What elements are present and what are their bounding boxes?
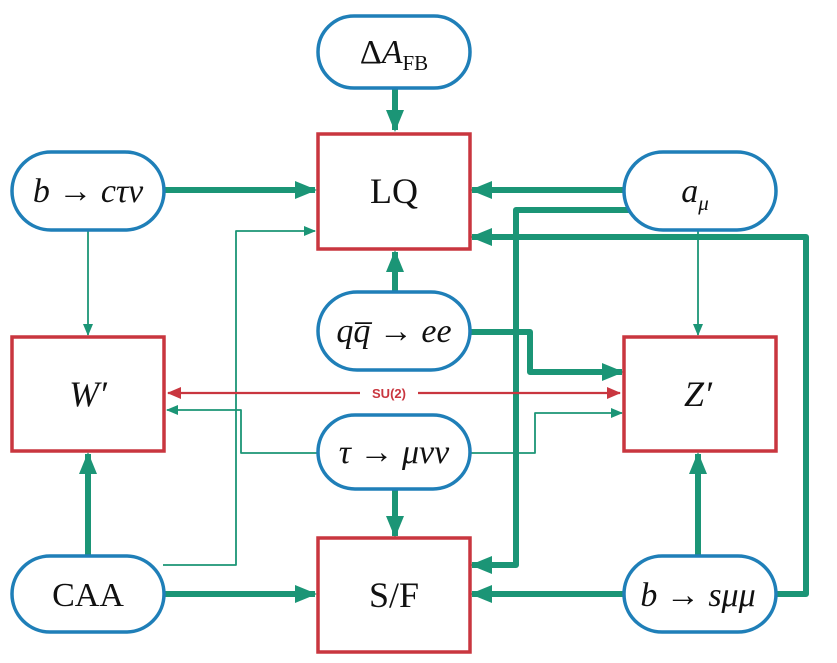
svg-text:b → sμμ: b → sμμ — [640, 577, 755, 614]
node-caa: CAA — [10, 554, 166, 634]
svg-text:b → cτν: b → cτν — [33, 173, 144, 210]
arrow-qqee-to-zp — [470, 329, 624, 381]
node-b-to-c-tau-nu: b → cτν — [10, 150, 166, 232]
svg-text:S/F: S/F — [369, 575, 419, 615]
svg-text:τ → μνν: τ → μνν — [339, 434, 450, 471]
arrow-caa-to-lq — [163, 226, 316, 566]
su2-label: SU(2) — [372, 386, 406, 401]
arrow-tmnn-to-wp — [166, 405, 318, 454]
node-lq: LQ — [316, 132, 472, 251]
svg-text:Z′: Z′ — [684, 374, 713, 414]
node-b-to-s-mu-mu: b → sμμ — [622, 554, 778, 634]
svg-text:aμ: aμ — [681, 173, 709, 215]
svg-text:ΔAFB: ΔAFB — [360, 34, 428, 75]
su2-label-bg — [360, 385, 418, 401]
node-a-mu: aμ — [622, 150, 778, 232]
node-qqbar-to-ee: qq̅ → ee — [316, 290, 472, 372]
arrow-tmnn-to-zp — [470, 408, 623, 454]
node-tau-to-mu-nu-nu: τ → μνν — [316, 413, 472, 491]
svg-text:LQ: LQ — [370, 171, 418, 211]
node-delta-afb: ΔAFB — [316, 14, 472, 90]
arrow-amu-to-sf — [470, 207, 630, 574]
svg-text:CAA: CAA — [52, 577, 124, 614]
node-s-f: S/F — [316, 536, 472, 654]
arrow-bsmm-to-lq — [470, 228, 809, 597]
svg-text:W′: W′ — [69, 374, 108, 414]
node-z-prime: Z′ — [622, 335, 778, 453]
node-w-prime: W′ — [10, 335, 166, 453]
svg-text:qq̅ → ee: qq̅ → ee — [336, 313, 451, 350]
